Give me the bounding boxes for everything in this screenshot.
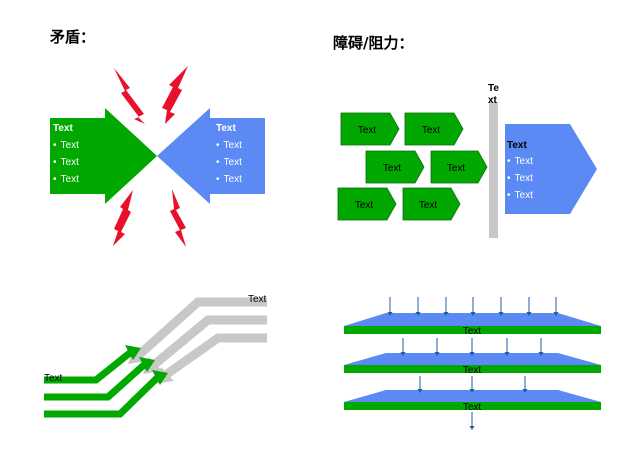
layer-base	[344, 365, 601, 373]
lightning-icon	[114, 68, 145, 124]
green-stream	[44, 361, 148, 401]
conflict-diagram: Text •Text •Text •Text Text •Text •Text …	[50, 66, 265, 247]
layer-base	[344, 402, 601, 410]
large-arrow-bullet: •Text	[507, 156, 533, 167]
green-stream	[44, 374, 161, 418]
small-arrow	[337, 187, 397, 221]
layer-base	[344, 326, 601, 334]
gray-stream	[136, 297, 267, 358]
left-arrow-bullet: •Text	[53, 140, 79, 151]
right-arrow-bullet: •Text	[216, 157, 242, 168]
heading-contradiction: 矛盾：	[50, 28, 96, 46]
merging-streams-diagram	[44, 297, 267, 418]
left-arrow-title: Text	[53, 123, 73, 134]
small-arrow-label: Text	[422, 125, 441, 136]
down-arrowhead-icon	[470, 312, 476, 316]
green-arrowhead	[152, 370, 168, 385]
right-arrow-bullet: •Text	[216, 140, 242, 151]
green-arrowhead	[125, 345, 141, 360]
down-arrowhead-icon	[417, 389, 423, 393]
down-arrowhead-icon	[400, 352, 406, 356]
small-arrow-label: Text	[358, 125, 377, 136]
right-arrow-bullet: •Text	[216, 174, 242, 185]
layer-label: Text	[463, 326, 482, 337]
small-arrow	[402, 187, 461, 221]
wall-label-line-1: Te	[488, 83, 499, 94]
small-arrow	[430, 150, 488, 184]
layer-plane	[344, 390, 601, 402]
green-stream	[44, 349, 134, 384]
down-arrowhead-icon	[443, 312, 449, 316]
barrier-wall	[489, 102, 498, 238]
small-arrow-label: Text	[355, 200, 374, 211]
left-arrow-bullet: •Text	[53, 157, 79, 168]
down-arrowhead-icon	[553, 312, 559, 316]
large-arrow-bullet: •Text	[507, 190, 533, 201]
down-arrowhead-icon	[415, 312, 421, 316]
right-conflict-arrow	[157, 108, 265, 204]
green-arrowhead	[139, 357, 155, 372]
down-arrowhead-icon	[469, 352, 475, 356]
barrier-diagram: Text Text Text Text Text Text Te xt Text…	[337, 83, 597, 238]
large-arrow-title: Text	[507, 140, 527, 151]
down-arrowhead-icon	[498, 312, 504, 316]
large-arrow-bullet: •Text	[507, 173, 533, 184]
layer-label: Text	[463, 402, 482, 413]
lightning-icon	[170, 189, 186, 247]
layers-diagram: Text Text Text	[344, 297, 601, 430]
down-arrowhead-icon	[387, 312, 393, 316]
left-arrow-bullet: •Text	[53, 174, 79, 185]
gray-stream-label: Text	[248, 294, 267, 305]
small-arrow	[404, 112, 464, 146]
layer-plane	[344, 353, 601, 365]
small-arrow-label: Text	[383, 163, 402, 174]
green-stream-label: Text	[44, 373, 63, 384]
left-conflict-arrow	[50, 108, 157, 204]
down-arrowhead-icon	[469, 426, 475, 430]
right-arrow-title: Text	[216, 123, 236, 134]
heading-obstacle: 障碍/阻力：	[333, 34, 414, 52]
lightning-icon	[162, 66, 188, 124]
gray-stream	[164, 333, 267, 378]
small-arrow	[365, 150, 425, 184]
flow-arrows	[387, 297, 559, 430]
large-blue-arrow	[505, 124, 597, 214]
small-arrow-label: Text	[419, 200, 438, 211]
wall-label-line-2: xt	[488, 95, 498, 106]
lightning-icon	[113, 190, 133, 246]
small-arrow-label: Text	[447, 163, 466, 174]
down-arrowhead-icon	[526, 312, 532, 316]
layer-plane	[344, 313, 601, 326]
down-arrowhead-icon	[504, 352, 510, 356]
gray-stream	[152, 315, 267, 368]
down-arrowhead-icon	[522, 389, 528, 393]
down-arrowhead-icon	[434, 352, 440, 356]
down-arrowhead-icon	[538, 352, 544, 356]
small-arrow	[340, 112, 400, 146]
down-arrowhead-icon	[469, 389, 475, 393]
layer-label: Text	[463, 365, 482, 376]
